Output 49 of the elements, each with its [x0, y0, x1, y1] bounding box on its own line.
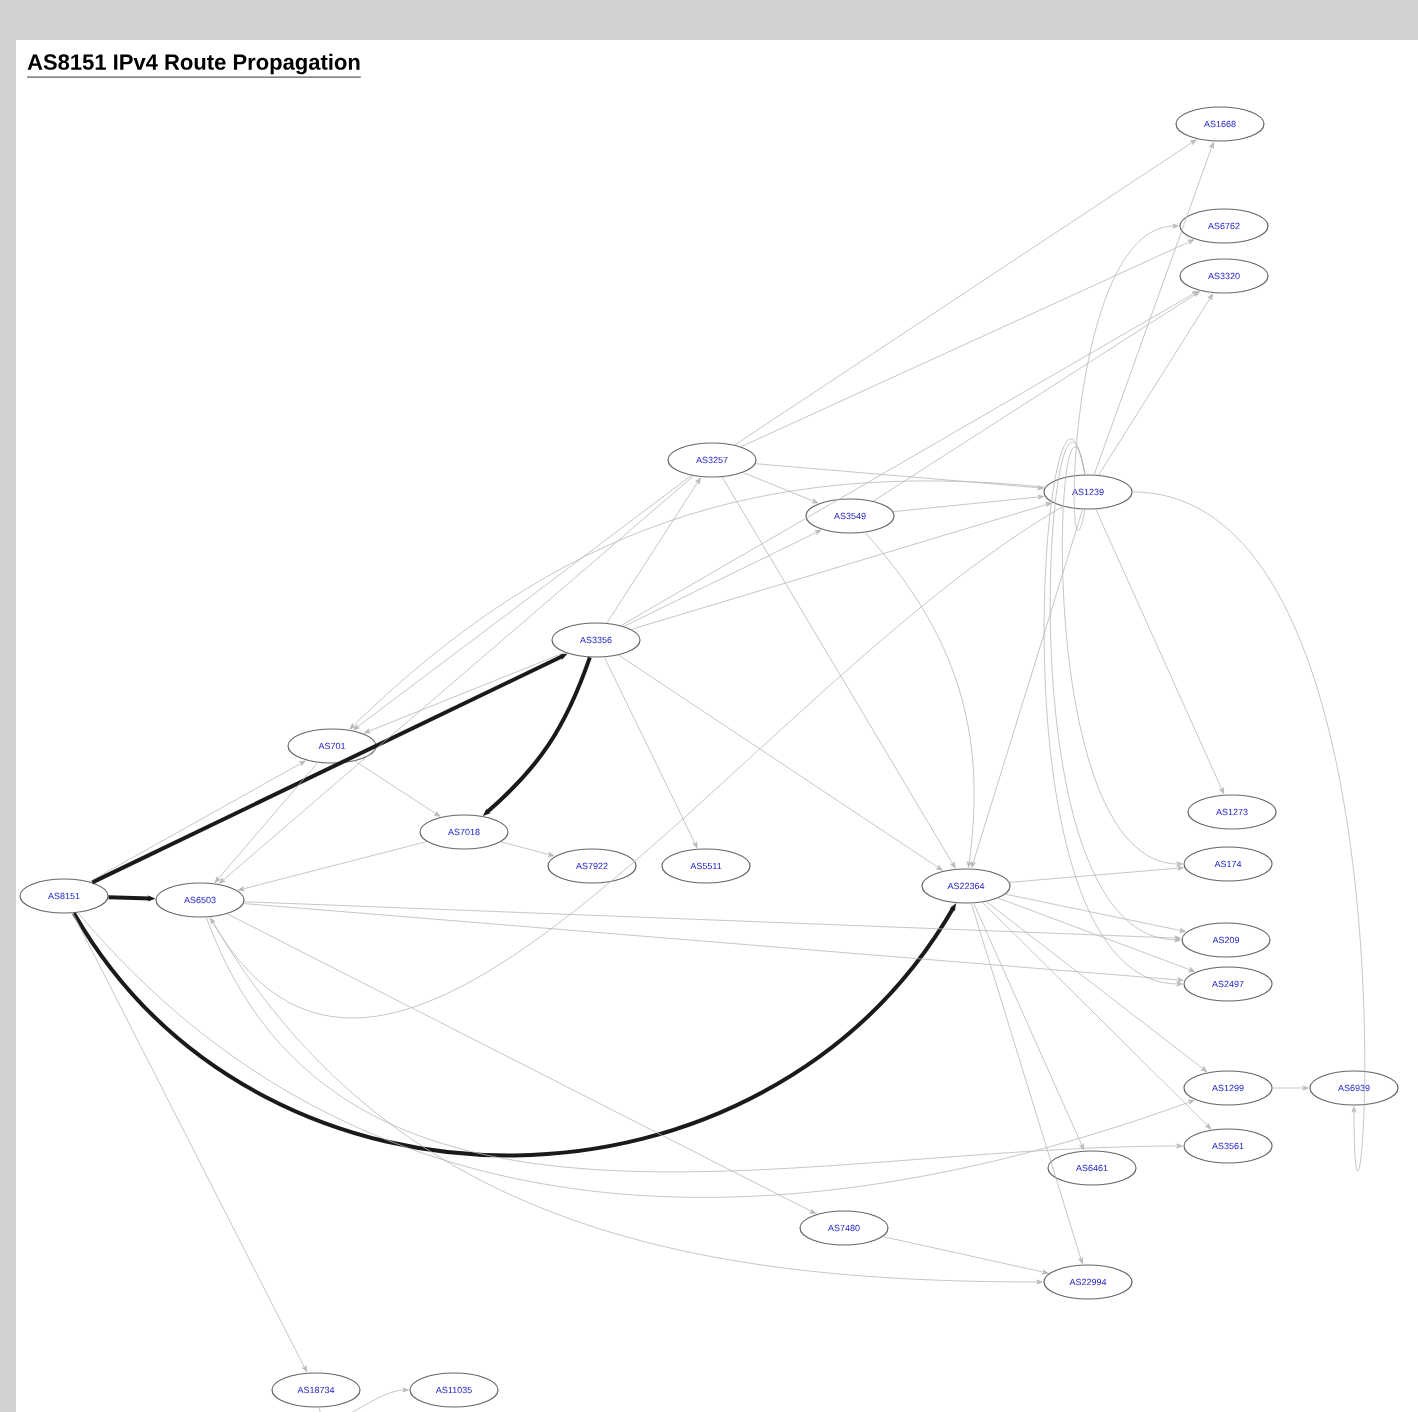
arrow	[606, 477, 701, 624]
arrow	[219, 475, 694, 884]
arrow	[214, 762, 319, 883]
arrow	[872, 291, 1201, 502]
arrow	[864, 532, 975, 868]
arrow	[354, 760, 441, 817]
arrow	[238, 841, 428, 892]
arrow	[740, 239, 1195, 448]
arrow	[892, 494, 1045, 513]
arrow	[882, 1236, 1049, 1275]
arrow	[971, 509, 1083, 868]
arrow	[604, 656, 698, 849]
arrow	[1009, 865, 1184, 883]
arrow	[1098, 293, 1214, 476]
arrow	[997, 897, 1195, 972]
arrow	[755, 463, 1044, 491]
title: AS8151 IPv4 Route Propagation	[26, 53, 362, 78]
arrow	[318, 1387, 409, 1412]
arrow	[205, 917, 1183, 1173]
arrow	[363, 652, 566, 734]
arrow	[973, 902, 1085, 1150]
arrow	[734, 139, 1197, 446]
arrow	[244, 901, 1181, 941]
arrow	[209, 916, 1043, 1285]
arrow	[1093, 142, 1214, 475]
arrow	[243, 903, 1184, 983]
arrow	[210, 506, 1064, 1017]
arrow	[985, 901, 1208, 1072]
arrow	[349, 480, 1046, 730]
arrow	[1132, 491, 1366, 1170]
arrow	[77, 912, 1195, 1198]
arrow	[620, 290, 1199, 626]
arrow	[500, 841, 555, 857]
arrow	[721, 476, 956, 869]
arrow	[1073, 223, 1179, 529]
arrow	[623, 529, 822, 627]
arrow	[1272, 1085, 1309, 1091]
arrow	[226, 913, 817, 1214]
arrow	[618, 654, 943, 871]
arrow	[742, 472, 819, 504]
arrow	[353, 475, 692, 731]
arrow	[89, 760, 306, 882]
arrow	[1062, 449, 1183, 867]
arrow	[72, 912, 308, 1373]
arrow	[1095, 508, 1225, 794]
arrow	[1005, 893, 1186, 933]
arrow	[631, 502, 1052, 630]
arrow	[971, 903, 1084, 1264]
arrow	[982, 901, 1212, 1130]
